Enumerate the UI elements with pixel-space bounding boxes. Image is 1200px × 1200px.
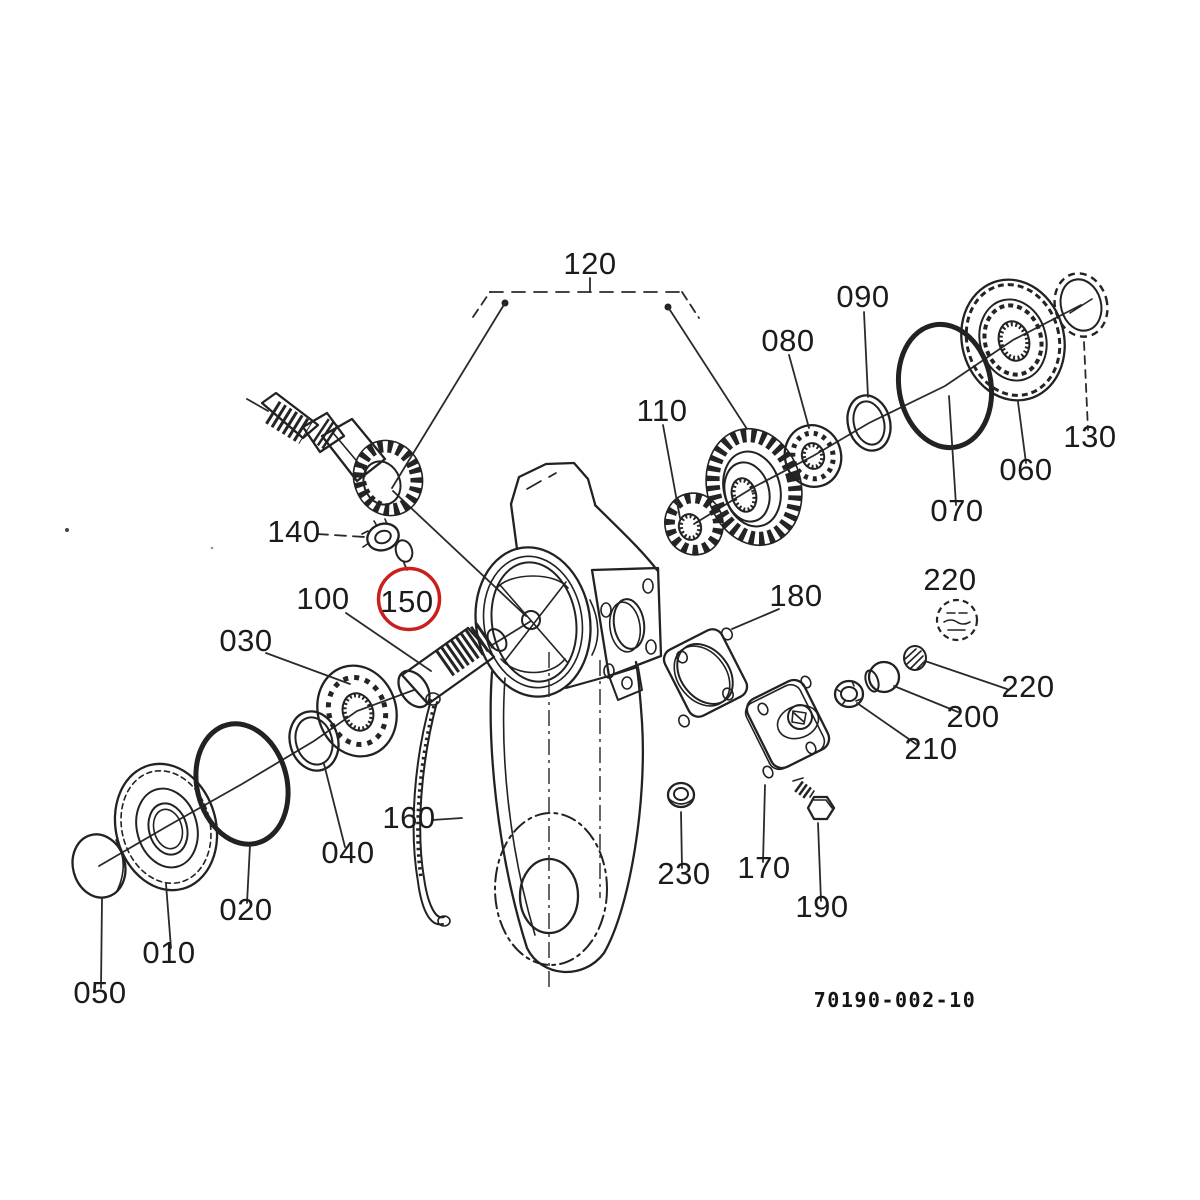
part-label-060: 060 bbox=[999, 452, 1052, 487]
part-label-030: 030 bbox=[219, 623, 272, 658]
part-label-140: 140 bbox=[267, 514, 320, 549]
part-nut-230 bbox=[666, 781, 696, 809]
gear-case-housing bbox=[474, 461, 663, 988]
part-label-220: 220 bbox=[1001, 669, 1054, 704]
part-label-210: 210 bbox=[904, 731, 957, 766]
part-label-050: 050 bbox=[73, 975, 126, 1010]
leader-lines bbox=[100, 277, 1089, 989]
part-label-200: 200 bbox=[946, 699, 999, 734]
part-label-100: 100 bbox=[296, 581, 349, 616]
part-spring-160 bbox=[412, 692, 451, 927]
part-label-220-detail: 220 bbox=[923, 562, 976, 597]
part-label-160: 160 bbox=[382, 800, 435, 835]
part-label-150: 150 bbox=[380, 584, 433, 619]
part-label-190: 190 bbox=[795, 889, 848, 924]
part-label-040: 040 bbox=[321, 835, 374, 870]
part-oring-070 bbox=[895, 321, 995, 451]
part-oring-090 bbox=[846, 394, 892, 452]
part-bevel-gear-120 bbox=[705, 427, 803, 547]
part-bearing-080 bbox=[783, 424, 843, 488]
drawing-number: 70190-002-10 bbox=[814, 988, 977, 1012]
part-label-010: 010 bbox=[142, 935, 195, 970]
part-oring-020 bbox=[193, 721, 291, 847]
part-shaft-100 bbox=[397, 621, 508, 709]
part-220-marking-detail bbox=[935, 598, 979, 642]
part-label-130: 130 bbox=[1063, 419, 1116, 454]
part-labels: 120 090 080 110 130 060 070 140 220 180 … bbox=[73, 246, 1116, 1010]
scan-artifacts bbox=[65, 528, 214, 550]
part-bolt-190 bbox=[792, 777, 836, 821]
part-label-110: 110 bbox=[637, 393, 688, 428]
highlight-circle-150 bbox=[376, 566, 442, 632]
part-label-020: 020 bbox=[219, 892, 272, 927]
part-label-120: 120 bbox=[563, 246, 616, 281]
part-label-090: 090 bbox=[836, 279, 889, 314]
part-ring-210 bbox=[833, 679, 865, 709]
part-bearing-030 bbox=[316, 664, 398, 758]
part-snapring-130 bbox=[1053, 272, 1109, 338]
part-cover-170 bbox=[744, 675, 831, 779]
part-plug-200 bbox=[864, 660, 901, 694]
part-gasket-180 bbox=[662, 627, 749, 728]
part-pinion-shaft-120 bbox=[260, 391, 424, 517]
part-nut-140 bbox=[361, 518, 400, 552]
part-label-080: 080 bbox=[761, 323, 814, 358]
part-oring-150 bbox=[394, 539, 414, 563]
part-label-170: 170 bbox=[737, 850, 790, 885]
part-label-070: 070 bbox=[930, 493, 983, 528]
part-label-180: 180 bbox=[769, 578, 822, 613]
part-disc-220 bbox=[903, 645, 927, 671]
part-label-230: 230 bbox=[657, 856, 710, 891]
